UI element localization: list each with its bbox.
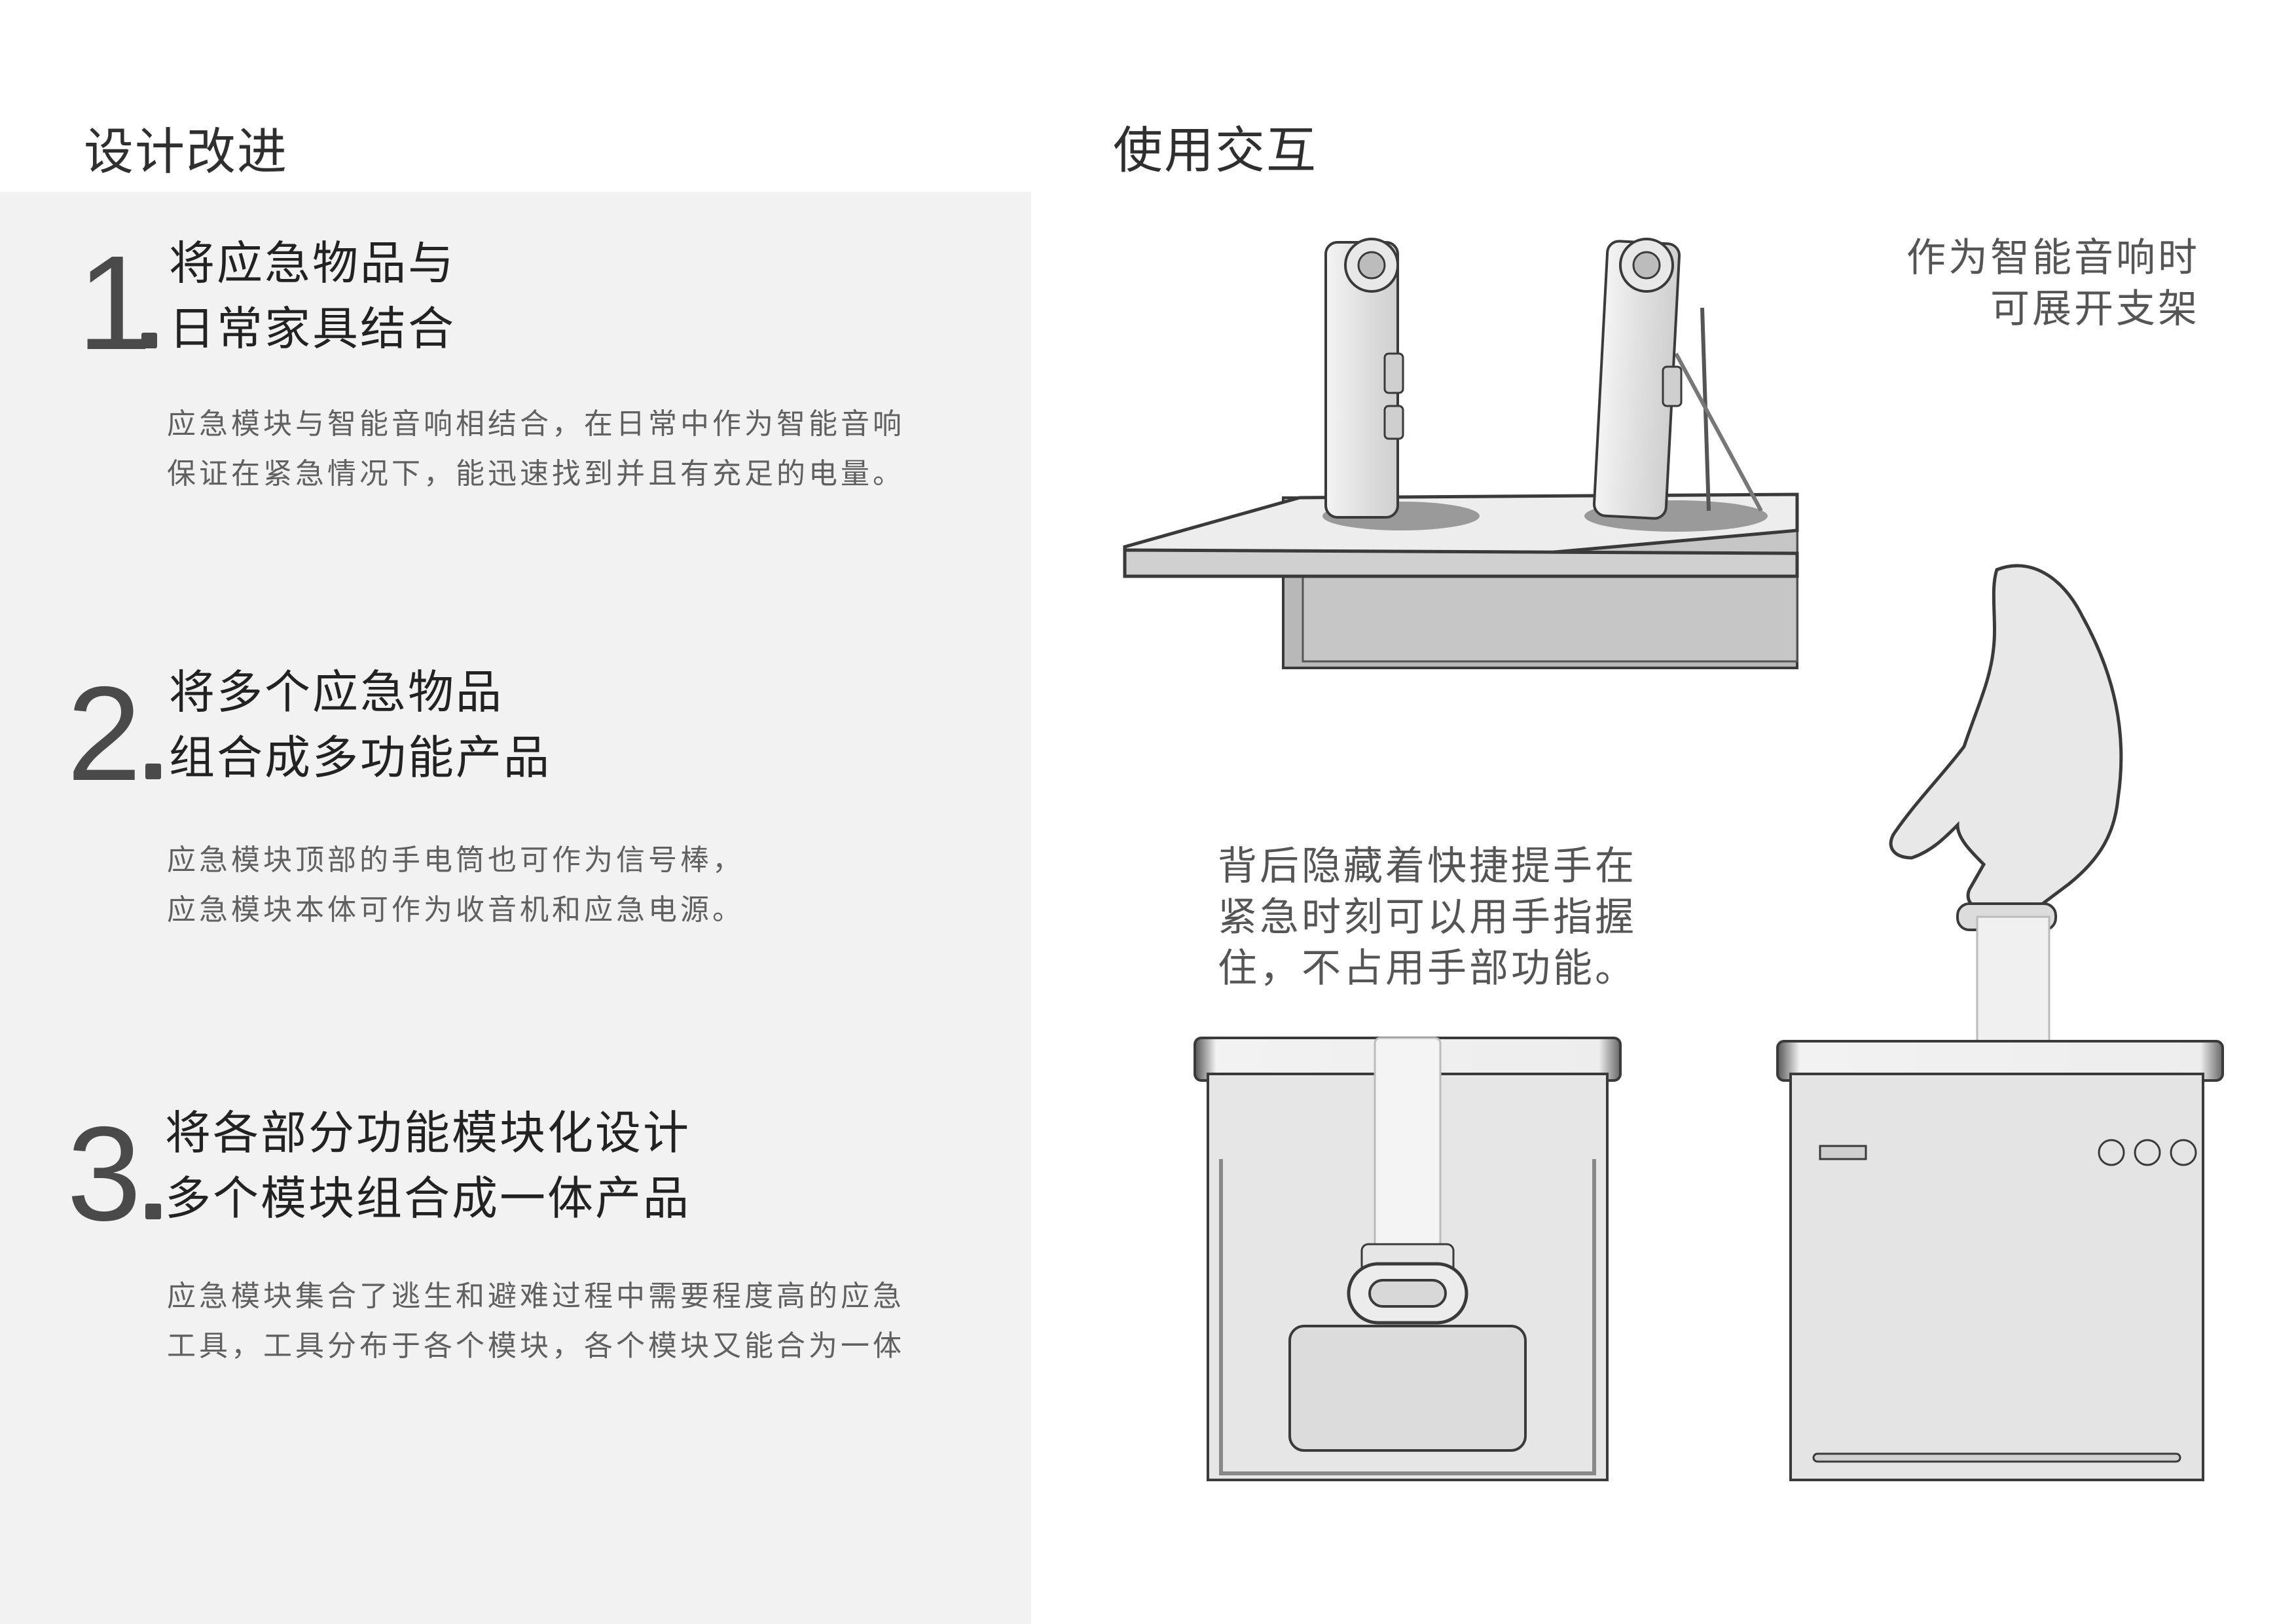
table-icon: [1123, 492, 1799, 669]
design-improvements-panel: [0, 192, 1031, 1624]
desc-line: 应急模块集合了逃生和避难过程中需要程度高的应急: [167, 1280, 905, 1313]
title-line: 日常家具结合: [169, 302, 456, 356]
number-dot: [145, 764, 161, 779]
hand-handle-illustration: [1776, 564, 2224, 1481]
hand-icon: [1889, 564, 2123, 921]
caption-speaker: 作为智能音响时 可展开支架: [1820, 232, 2200, 335]
handle-icon: [1374, 1037, 1442, 1262]
caption-line: 背后隐藏着快捷提手在: [1218, 843, 1637, 889]
section-heading-interaction: 使用交互: [1113, 121, 1317, 179]
desc-line: 应急模块本体可作为收音机和应急电源。: [167, 893, 744, 927]
desc-line: 保证在紧急情况下，能迅速找到并且有充足的电量。: [167, 457, 905, 490]
section-title-2: 将多个应急物品 组合成多功能产品: [169, 659, 551, 790]
button-icon: [2098, 1139, 2125, 1166]
title-line: 将多个应急物品: [169, 665, 503, 719]
section-desc-3: 应急模块集合了逃生和避难过程中需要程度高的应急 工具，工具分布于各个模块，各个模…: [167, 1272, 905, 1371]
number-dot: [141, 333, 157, 348]
desc-line: 应急模块顶部的手电筒也可作为信号棒，: [167, 843, 744, 877]
button-icon: [2170, 1139, 2197, 1166]
desc-line: 工具，工具分布于各个模块，各个模块又能合为一体: [167, 1329, 905, 1363]
speaker-device-icon: [1584, 238, 1768, 532]
section-desc-1: 应急模块与智能音响相结合，在日常中作为智能音响 保证在紧急情况下，能迅速找到并且…: [167, 399, 905, 499]
caption-line: 紧急时刻可以用手指握: [1218, 895, 1637, 940]
button-icon: [2134, 1139, 2161, 1166]
section-number-3: 3: [67, 1099, 142, 1249]
title-line: 组合成多功能产品: [169, 731, 551, 784]
desc-line: 应急模块与智能音响相结合，在日常中作为智能音响: [167, 407, 905, 441]
section-desc-2: 应急模块顶部的手电筒也可作为信号棒， 应急模块本体可作为收音机和应急电源。: [167, 836, 744, 935]
table-speaker-illustration: [1123, 238, 1799, 669]
section-number-2: 2: [67, 659, 142, 809]
caption-line: 可展开支架: [1990, 286, 2200, 332]
title-line: 将应急物品与: [169, 236, 456, 290]
caption-line: 住，不占用手部功能。: [1218, 946, 1637, 991]
caption-line: 作为智能音响时: [1906, 235, 2200, 281]
section-title-3: 将各部分功能模块化设计 多个模块组合成一体产品: [165, 1100, 691, 1231]
number-dot: [145, 1204, 161, 1219]
section-title-1: 将应急物品与 日常家具结合: [169, 231, 456, 361]
section-heading-design: 设计改进: [84, 122, 288, 181]
speaker-device-icon: [1322, 238, 1480, 530]
caption-handle: 背后隐藏着快捷提手在 紧急时刻可以用手指握 住，不占用手部功能。: [1218, 841, 1637, 994]
section-number-1: 1: [77, 228, 153, 378]
title-line: 将各部分功能模块化设计: [165, 1106, 691, 1160]
title-line: 多个模块组合成一体产品: [165, 1172, 691, 1225]
device-back-handle-illustration: [1194, 1037, 1622, 1481]
